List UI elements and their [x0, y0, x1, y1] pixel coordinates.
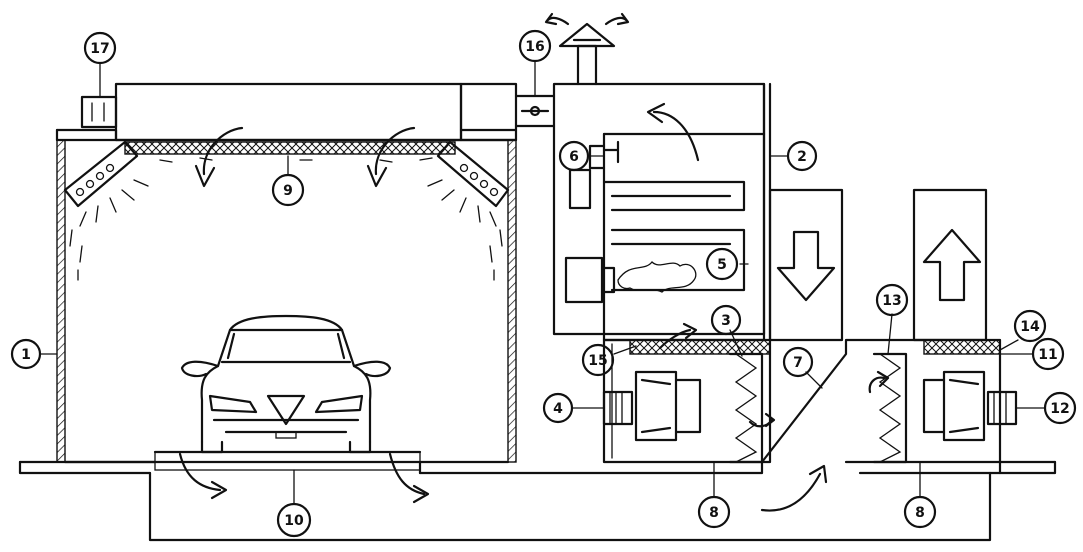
heater-unit	[552, 22, 988, 342]
callout-8-left: 8	[697, 495, 731, 529]
svg-text:14: 14	[1020, 319, 1040, 335]
svg-text:2: 2	[797, 149, 807, 165]
callout-16: 16	[518, 29, 552, 63]
svg-text:16: 16	[525, 39, 544, 55]
svg-text:4: 4	[553, 401, 563, 417]
callout-9: 9	[271, 173, 305, 207]
callout-7: 7	[782, 346, 814, 378]
upper-plenum	[80, 82, 518, 142]
ground-foundation	[18, 460, 1057, 542]
svg-text:7: 7	[793, 355, 803, 371]
leader-lines	[39, 61, 1045, 505]
svg-text:6: 6	[569, 149, 579, 165]
svg-text:10: 10	[284, 513, 304, 529]
ceiling-filter	[124, 141, 456, 155]
airflow-arrows	[178, 12, 982, 512]
svg-text:17: 17	[90, 41, 109, 57]
car	[180, 314, 392, 454]
callout-13: 13	[875, 283, 909, 317]
svg-text:11: 11	[1038, 347, 1057, 363]
svg-text:9: 9	[283, 183, 293, 199]
callout-3: 3	[710, 304, 742, 336]
callout-17: 17	[83, 31, 117, 65]
booth-walls	[55, 128, 518, 464]
svg-text:12: 12	[1050, 401, 1069, 417]
svg-text:13: 13	[882, 293, 901, 309]
svg-text:8: 8	[709, 505, 719, 521]
svg-text:1: 1	[21, 347, 31, 363]
callout-15: 15	[581, 343, 615, 377]
callout-8-right: 8	[903, 495, 937, 529]
callout-4: 4	[542, 392, 574, 424]
callout-6: 6	[558, 140, 590, 172]
callout-11: 11	[1031, 337, 1065, 371]
callout-1: 1	[10, 338, 42, 370]
damper	[514, 94, 556, 128]
callout-12: 12	[1043, 391, 1077, 425]
svg-text:15: 15	[588, 353, 607, 369]
machine-room	[602, 338, 1018, 475]
svg-text:8: 8	[915, 505, 925, 521]
callout-14: 14	[1013, 309, 1047, 343]
svg-text:5: 5	[717, 257, 727, 273]
light-fixtures	[63, 140, 510, 281]
callout-5: 5	[705, 247, 739, 281]
callout-2: 2	[786, 140, 818, 172]
callout-10: 10	[276, 502, 312, 538]
svg-text:3: 3	[721, 313, 731, 329]
